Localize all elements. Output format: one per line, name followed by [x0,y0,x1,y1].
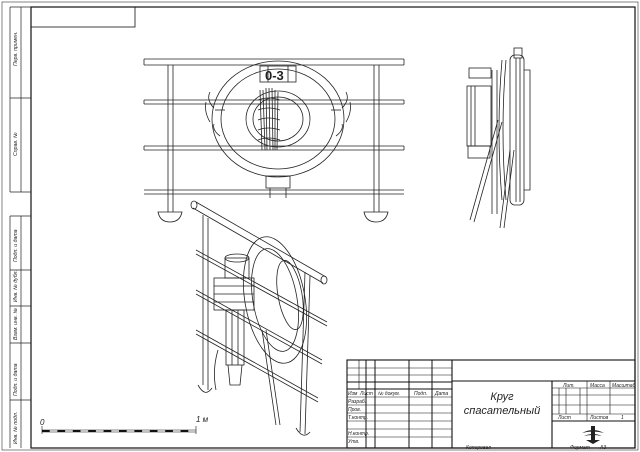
copied-label: Копировал [466,445,491,451]
stamp-dup-inv: Инв. № дубл. [13,270,19,302]
col-header-sheet: Лист [359,391,373,397]
left-margin-stamp [9,6,31,448]
role-approved: Утв. [348,439,359,445]
inner-frame [30,6,636,449]
emblem-logo [582,426,604,444]
format-value: А3 [599,445,606,451]
ring-marking-text: 0-3 [265,68,284,83]
drawing-title-line2: спасательный [464,405,540,417]
role-developer: Разраб. [348,399,366,405]
stamp-ref-no: Справ. № [13,132,19,156]
sheets-label: Листов [589,415,609,421]
title-block [346,359,636,449]
col-header-date: Дата [434,391,448,397]
scale-zero-label: 0 [40,418,45,427]
role-tech-control: Т.контр. [348,415,368,421]
scale-bar [41,426,197,434]
col-header-signature: Подп. [414,391,427,397]
side-view [466,47,531,229]
format-label: Формат [570,445,590,451]
role-checker: Пров. [348,407,361,413]
top-left-stamp-box [30,6,136,28]
stamp-orig-inv: Инв. № подл. [13,412,19,444]
col-header-doc-no: № докум. [378,391,400,397]
front-view [143,58,405,223]
role-norm-control: Н.контр. [348,431,369,437]
sheets-value: 1 [621,415,624,421]
stamp-first-use: Перв. примен. [13,32,19,66]
lit-label: Лит. [562,383,575,389]
mass-label: Масса [590,383,605,389]
stamp-sign-date-2: Подп. и дата [13,363,19,396]
isometric-view [190,200,328,436]
scale-one-label: 1 м [196,415,209,424]
col-header-change: Изм [348,391,358,397]
drawing-title-line1: Круг [490,391,514,403]
scale-label: Масштаб [612,383,636,389]
stamp-sign-date-1: Подп. и дата [13,229,19,262]
stamp-replaces-inv: Взам. инв. № [13,308,19,340]
sheet-label: Лист [557,415,571,421]
